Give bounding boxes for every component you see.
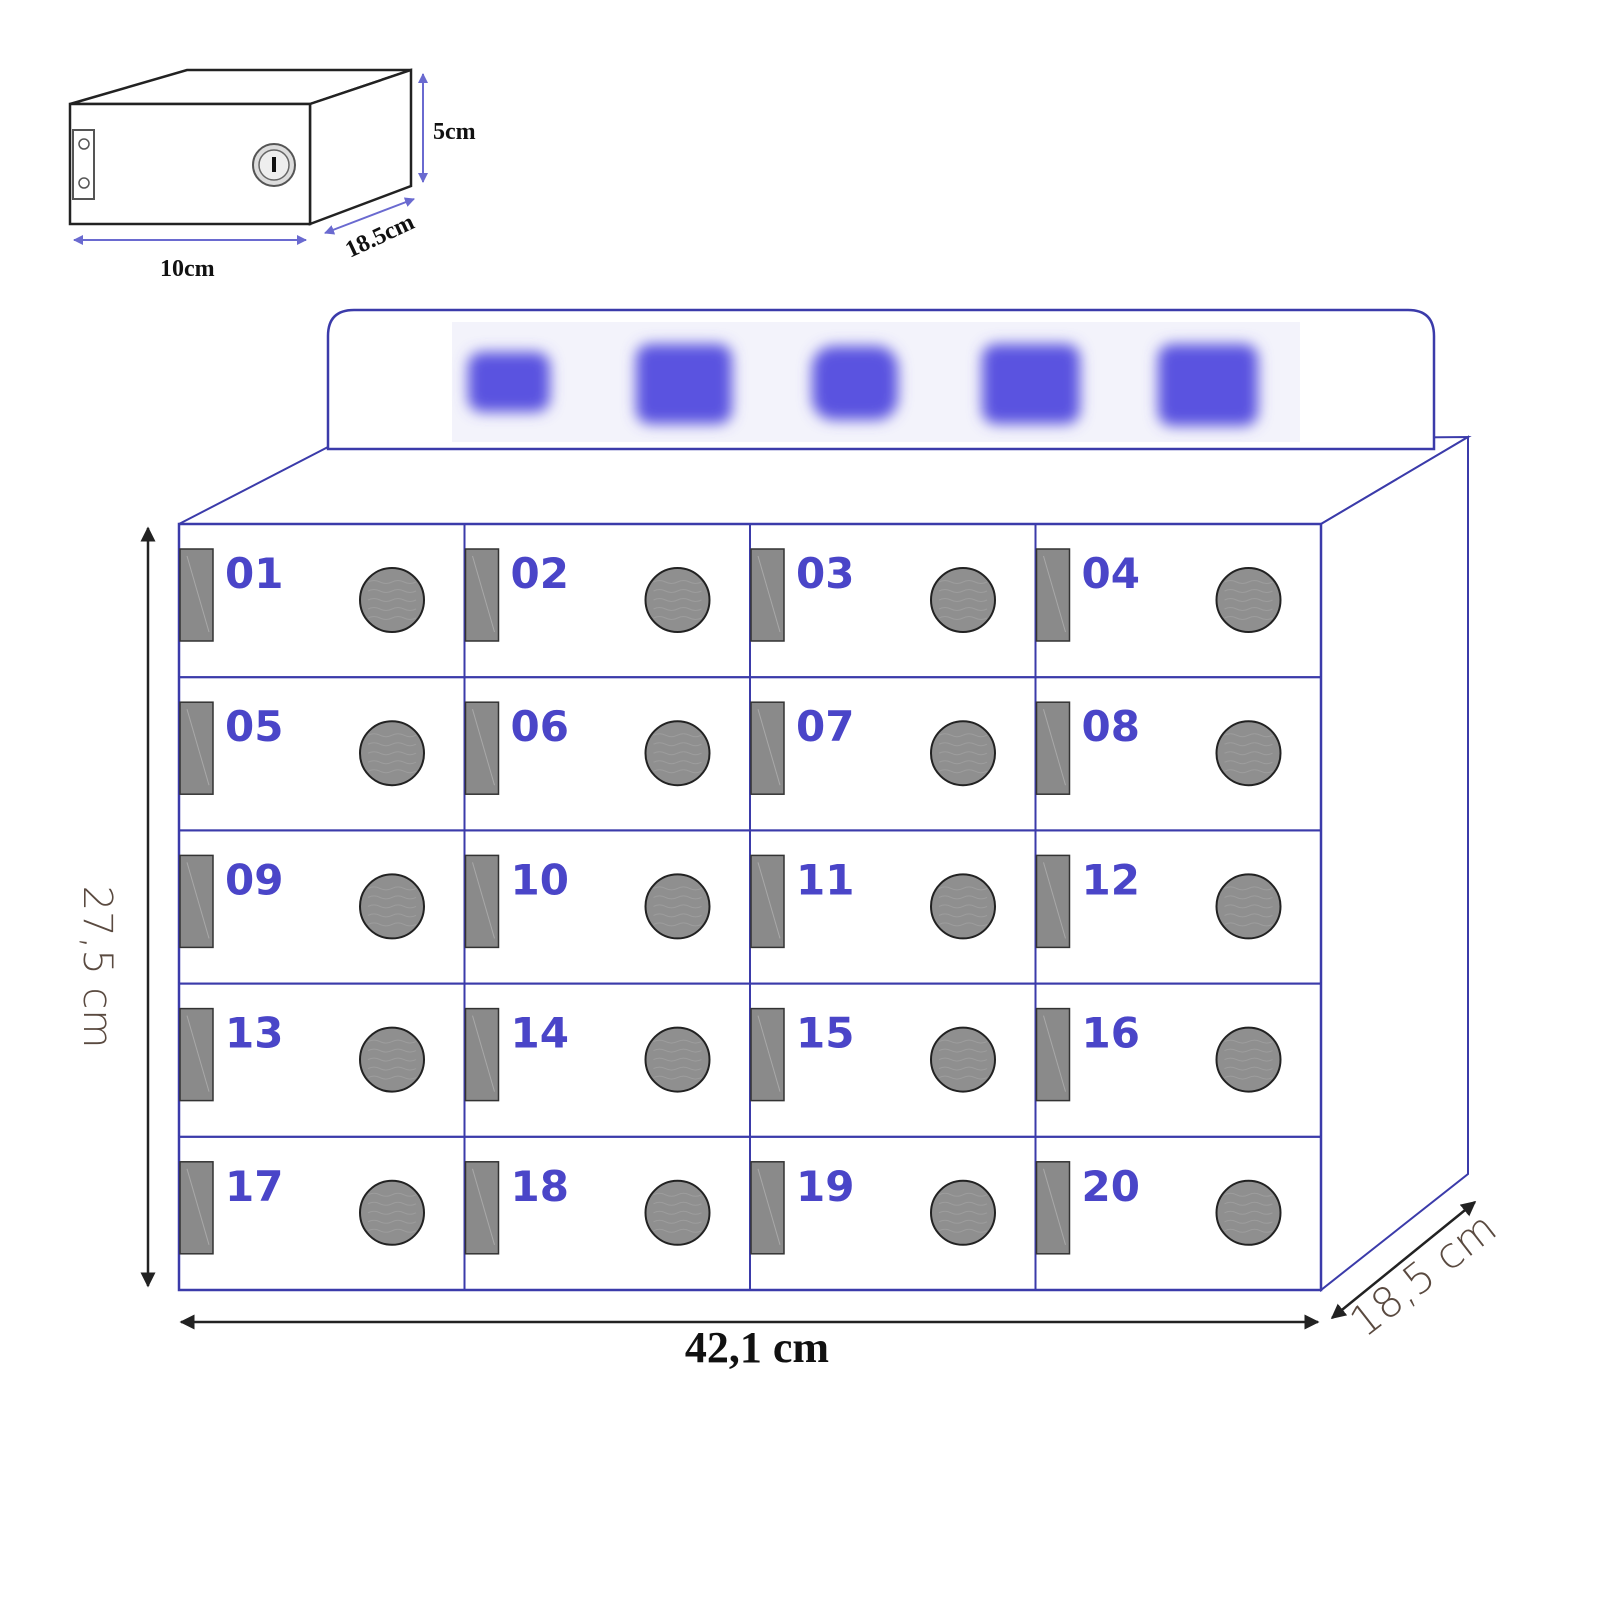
cabinet-width-label: 42,1 cm bbox=[685, 1323, 829, 1372]
locker-02: 02 bbox=[463, 523, 751, 679]
locker-number: 11 bbox=[796, 855, 854, 904]
locker-number: 05 bbox=[225, 702, 283, 751]
locker-number: 02 bbox=[511, 549, 569, 598]
locker-17: 17 bbox=[178, 1135, 466, 1292]
locker-14: 14 bbox=[463, 982, 751, 1138]
locker-number: 12 bbox=[1082, 855, 1140, 904]
locker-grid: 01 02 03 04 05 06 07 08 09 10 11 12 13 14 15 16 17 18 19 20 bbox=[177, 522, 1323, 1292]
locker-number: 14 bbox=[511, 1009, 569, 1058]
locker-05: 05 bbox=[178, 676, 466, 832]
locker-number: 20 bbox=[1082, 1162, 1140, 1211]
box-height-label: 5cm bbox=[433, 119, 476, 145]
locker-01: 01 bbox=[178, 523, 466, 679]
locker-20: 20 bbox=[1034, 1135, 1322, 1292]
cabinet-height-label: 27,5 cm bbox=[74, 886, 120, 1049]
locker-15: 15 bbox=[749, 982, 1037, 1138]
locker-number: 09 bbox=[225, 855, 283, 904]
locker-19: 19 bbox=[749, 1135, 1037, 1292]
locker-11: 11 bbox=[749, 829, 1037, 985]
locker-number: 17 bbox=[225, 1162, 283, 1211]
locker-number: 06 bbox=[511, 702, 569, 751]
locker-04: 04 bbox=[1034, 523, 1322, 679]
box-depth-label: 18.5cm bbox=[342, 209, 419, 263]
locker-number: 08 bbox=[1082, 702, 1140, 751]
locker-number: 19 bbox=[796, 1162, 854, 1211]
locker-12: 12 bbox=[1034, 829, 1322, 985]
locker-number: 07 bbox=[796, 702, 854, 751]
locker-number: 13 bbox=[225, 1009, 283, 1058]
locker-08: 08 bbox=[1034, 676, 1322, 832]
locker-03: 03 bbox=[749, 523, 1037, 679]
locker-13: 13 bbox=[178, 982, 466, 1138]
locker-07: 07 bbox=[749, 676, 1037, 832]
locker-number: 03 bbox=[796, 549, 854, 598]
hinge-icon bbox=[750, 1007, 785, 1102]
locker-number: 15 bbox=[796, 1009, 854, 1058]
locker-16: 16 bbox=[1034, 982, 1322, 1138]
locker-number: 10 bbox=[511, 855, 569, 904]
locker-number: 04 bbox=[1082, 549, 1140, 598]
locker-number: 16 bbox=[1082, 1009, 1140, 1058]
blurred-sign-text bbox=[468, 344, 1258, 426]
locker-number: 01 bbox=[225, 549, 283, 598]
lock-icon bbox=[252, 143, 296, 187]
locker-number: 18 bbox=[511, 1162, 569, 1211]
cabinet-drawing: 01 02 03 04 05 06 07 08 09 10 11 12 13 14 15 16 17 18 19 20… bbox=[74, 308, 1505, 1372]
box-width-label: 10cm bbox=[160, 256, 215, 282]
single-compartment-drawing: 5cm 10cm 18.5cm bbox=[68, 68, 476, 282]
